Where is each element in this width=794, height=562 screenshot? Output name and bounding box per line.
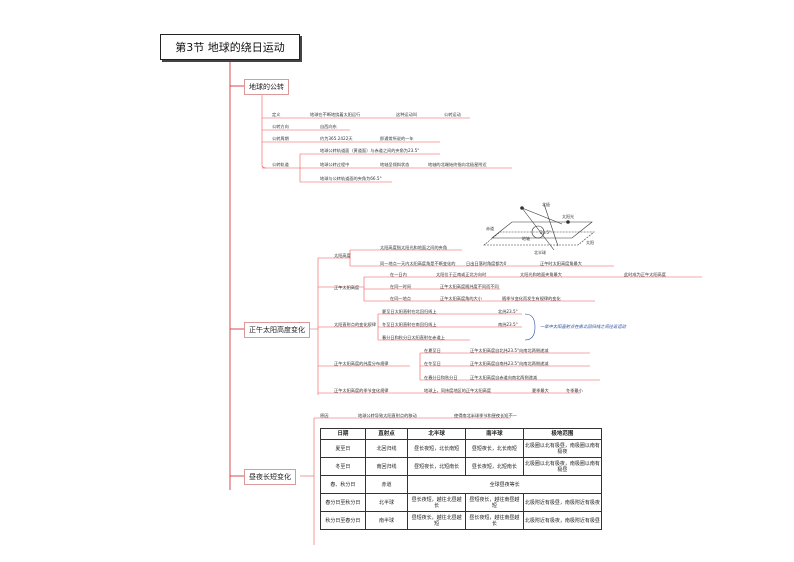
noon-latitude-1b: 正午太阳高度自北纬23.5°向南北两侧递减 [470,348,549,353]
noon-height-item-3: 日出日落时角度都为0 [466,261,507,266]
table-cell: 昼长夜短，北短南长 [464,457,524,476]
noon-season-2: 夏季最大 [532,388,549,393]
noon-direct-label: 太阳直射点的变化规律 [334,322,376,327]
table-header-row: 日期 直射点 北半球 南半球 极地范围 [320,428,603,440]
table-header: 北半球 [407,428,466,440]
table-cell: 昼长夜短，北长南短 [407,439,466,458]
rev-definition-text: 地球在不断地绕着太阳运行 [310,112,361,117]
noon-height-item-2: 同一地点一天内太阳高度角是不断变化的 [380,261,456,266]
table-cell: 北极附近有极昼，南极附近有极夜 [522,493,603,512]
table-cell: 昼短夜长，越往南昼越短 [464,493,524,512]
table-row: 春分日至秋分日 北半球 昼长夜短，越往北昼越长 昼短夜长，越往南昼越短 北极附近… [320,493,603,512]
day-effect-text: 使得南北半球季节和昼夜长短不一 [454,413,517,418]
rev-period-text: 约为365.2422天 [320,136,353,141]
topic-day-length[interactable]: 昼夜长短变化 [244,469,296,485]
noon-latitude-1a: 在夏至日 [424,348,441,353]
rev-orbit-sub-4: 地轴的北端始终指向北极星附近 [428,162,487,167]
table-cell: 昼短夜长，北长南短 [464,439,524,458]
noon-latitude-2a: 在冬至日 [424,361,441,366]
noon-noon-2a: 在同一时间 [390,284,411,289]
noon-noon-2b: 正午太阳高度随纬度不同而不同 [440,284,499,289]
table-cell: 北极附近有极夜，南极附近有极昼 [522,511,603,530]
table-cell: 秋分日至春分日 [320,511,366,530]
table-cell: 春、秋分日 [320,475,366,494]
table-cell: 北回归线 [364,439,409,458]
rev-label-orbit: 公转轨道 [272,162,289,167]
day-length-table: 日期 直射点 北半球 南半球 极地范围 夏至日 北回归线 昼长夜短，北长南短 昼… [320,428,603,530]
table-cell: 夏至日 [320,439,366,458]
table-header: 直射点 [364,428,409,440]
day-cause-text: 地球公转导致太阳直射点的移动 [358,413,417,418]
orbit-diagram: 北极 太阳光 赤道 地轴 北半球 23.5° 太阳 [483,201,595,255]
orbit-label-sunlight: 太阳光 [562,213,574,219]
noon-direct-2b: 南纬23.5° [498,322,518,327]
noon-height-item-4: 正午时太阳高度角最大 [540,261,582,266]
rev-definition-extra2: 公转运动 [444,112,461,117]
noon-latitude-label: 正午太阳高度的纬度分布规律 [334,361,389,366]
orbit-label-north: 北极 [542,201,550,207]
rev-label-period: 公转周期 [272,136,289,141]
noon-latitude-3b: 正午太阳高度自赤道向南北两侧递减 [470,375,538,380]
table-row: 夏至日 北回归线 昼长夜短，北长南短 昼短夜长，北长南短 北极圈以北有极昼，南极… [320,439,603,458]
noon-direct-note: 一年中太阳直射点在南北回归线之间往返运动 [540,325,626,330]
noon-noon-3b: 正午太阳高度角的大小 [440,296,482,301]
noon-season-label: 正午太阳高度的季节变化规律 [334,388,389,393]
table-cell: 昼短夜长，越往北昼越短 [407,511,466,530]
table-cell: 北极圈以北有极夜，南极圈以南有极昼 [522,457,603,476]
noon-noon-1b: 太阳位于正南或正北方向时 [436,272,487,277]
table-cell: 南回归线 [364,457,409,476]
noon-latitude-3a: 在春分日和秋分日 [424,375,458,380]
noon-height-item-1: 太阳高度指太阳光和地面之间的夹角 [380,245,448,250]
table-row: 冬至日 南回归线 昼短夜长，北短南长 昼长夜短，北短南长 北极圈以北有极夜，南极… [320,457,603,476]
table-header: 极地范围 [522,428,603,440]
noon-direct-2a: 冬至日太阳直射在南回归线上 [382,322,437,327]
table-header: 日期 [320,428,366,440]
table-cell: 北极圈以北有极昼，南极圈以南有极夜 [522,439,603,458]
noon-noon-label: 正午太阳高度 [334,285,360,290]
rev-label-definition: 定义 [272,112,281,117]
noon-latitude-2b: 正午太阳高度自南纬23.5°向南北两侧递减 [470,361,549,366]
rev-orbit-sub-5: 地球与公转轨道面的夹角为66.5° [320,176,382,181]
table-cell: 全球昼夜等长 [407,475,602,494]
orbit-label-angle: 23.5° [540,230,551,235]
noon-direct-3a: 春分日和秋分日太阳直射在赤道上 [382,335,445,340]
topic-noon-angle[interactable]: 正午太阳高度变化 [244,322,310,338]
noon-noon-1c: 太阳光和地面夹角最大 [520,272,562,277]
orbit-label-north-hemisphere: 北半球 [534,249,546,255]
noon-noon-3a: 在同一地点 [390,296,411,301]
rev-direction-text: 自西向东 [320,124,337,129]
table-header: 南半球 [464,428,524,440]
table-cell: 昼短夜长，北短南长 [407,457,466,476]
day-cause-label: 原因 [320,413,329,418]
table-cell: 春分日至秋分日 [320,493,366,512]
rev-period-extra: 即通常所说的一年 [380,136,414,141]
table-cell: 昼长夜短，越往南昼越长 [464,511,524,530]
noon-noon-1d: 此时成为正午太阳高度 [624,272,666,277]
table-cell: 赤道 [364,475,409,494]
table-row: 秋分日至春分日 南半球 昼短夜长，越往北昼越短 昼长夜短，越往南昼越长 北极附近… [320,511,603,530]
rev-definition-extra1: 这种运动叫 [396,112,417,117]
table-cell: 冬至日 [320,457,366,476]
table-row: 春、秋分日 赤道 全球昼夜等长 [320,475,602,494]
noon-noon-3c: 随季节变化而发生有规律的变化 [502,296,561,301]
rev-label-direction: 公转方向 [272,124,289,129]
orbit-label-equator: 赤道 [486,225,494,231]
noon-height-label: 太阳高度 [334,253,351,258]
noon-direct-1b: 北纬23.5° [498,309,518,314]
rev-orbit-sub-2: 地球公转过程中 [320,162,350,167]
orbit-label-axis: 地轴 [522,235,530,241]
noon-season-3: 冬季最小 [566,388,583,393]
page-title: 第3节 地球的绕日运动 [160,34,300,60]
rev-orbit-sub-3: 地轴呈倾斜状态 [380,162,410,167]
table-cell: 昼长夜短，越往北昼越长 [407,493,466,512]
noon-direct-1a: 夏至日太阳直射在北回归线上 [382,309,437,314]
rev-orbit-sub-1: 地球公转轨道面（黄道面）与赤道之间的夹角为23.5° [320,148,420,153]
noon-season-1: 地球上，同纬度地区的正午太阳高度 [424,388,492,393]
noon-noon-1a: 在一日内 [390,272,407,277]
topic-revolution[interactable]: 地球的公转 [244,79,289,95]
orbit-label-sun: 太阳 [586,239,594,245]
table-cell: 南半球 [364,511,409,530]
table-cell: 北半球 [364,493,409,512]
